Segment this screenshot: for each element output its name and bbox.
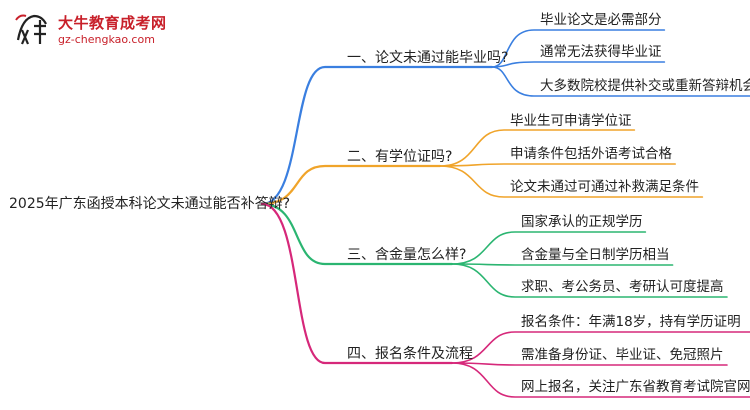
root-node: 2025年广东函授本科论文未通过能否补答辩? xyxy=(9,196,291,212)
leaf-3-3: 求职、考公务员、考研认可度提高 xyxy=(521,279,724,295)
leaf-4-2-connector xyxy=(451,362,728,366)
branch-2-connector xyxy=(260,164,442,206)
leaf-1-2-connector xyxy=(491,61,666,68)
leaf-4-3-connector xyxy=(451,362,750,398)
branch-4-label: 四、报名条件及流程 xyxy=(347,346,473,362)
leaf-2-2: 申请条件包括外语考试合格 xyxy=(510,146,672,162)
leaf-2-3: 论文未通过可通过补救满足条件 xyxy=(510,179,699,195)
leaf-3-1-connector xyxy=(451,231,647,265)
leaf-2-2-connector xyxy=(439,163,676,167)
bull-logo-icon xyxy=(15,14,47,45)
leaf-4-2: 需准备身份证、毕业证、免冠照片 xyxy=(521,347,724,363)
logo-title: 大牛教育成考网 xyxy=(58,14,167,32)
branch-4-connector xyxy=(260,202,454,365)
leaf-1-1-connector xyxy=(491,29,666,68)
leaf-1-2: 通常无法获得毕业证 xyxy=(540,44,662,60)
logo-url: gz-chengkao.com xyxy=(58,33,155,46)
branch-1-label: 一、论文未通过能毕业吗? xyxy=(347,50,509,66)
leaf-1-1: 毕业论文是必需部分 xyxy=(540,12,662,28)
site-logo[interactable]: 大牛教育成考网 gz-chengkao.com xyxy=(8,10,208,50)
leaf-3-2-connector xyxy=(451,263,674,266)
leaf-2-1: 毕业生可申请学位证 xyxy=(510,113,632,129)
leaf-4-1-connector xyxy=(451,331,750,364)
leaf-2-1-connector xyxy=(439,129,636,167)
leaf-2-3-connector xyxy=(439,165,704,198)
branch-2-label: 二、有学位证吗? xyxy=(347,149,453,165)
branch-1-connector xyxy=(260,65,494,206)
leaf-4-1: 报名条件：年满18岁，持有学历证明 xyxy=(521,314,741,330)
leaf-3-3-connector xyxy=(451,263,728,298)
leaf-1-3: 大多数院校提供补交或重新答辩机会 xyxy=(540,78,750,94)
leaf-4-3: 网上报名，关注广东省教育考试院官网 xyxy=(521,379,750,395)
leaf-3-2: 含金量与全日制学历相当 xyxy=(521,247,670,263)
branch-3-connector xyxy=(260,202,454,266)
leaf-3-1: 国家承认的正规学历 xyxy=(521,214,643,230)
branch-3-label: 三、含金量怎么样? xyxy=(347,247,467,263)
leaf-1-3-connector xyxy=(491,66,750,97)
